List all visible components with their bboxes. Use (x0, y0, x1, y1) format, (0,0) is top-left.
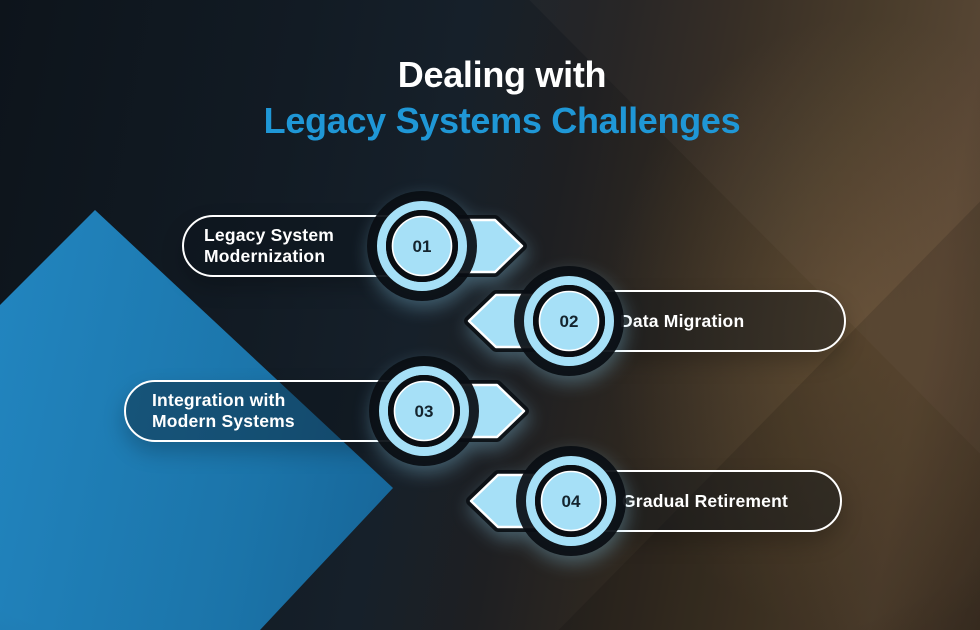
medallion-gap-ring (535, 465, 607, 537)
item-label-4-line-1: Gradual Retirement (622, 490, 789, 511)
step-number-4: 04 (562, 492, 581, 511)
item-label-3-line-1: Integration with (152, 390, 286, 410)
step-number-3: 03 (415, 402, 434, 421)
medallion-core (538, 290, 600, 352)
item-label-2-line-1: Data Migration (620, 310, 745, 331)
page-title: Dealing with Legacy Systems Challenges (24, 52, 980, 144)
medallion-gap-ring (386, 210, 458, 282)
medallion-outer-ring (377, 201, 467, 291)
step-medallion-3: 03 (369, 356, 529, 466)
item-label-1-line-2: Modernization (204, 246, 326, 266)
medallion-outer-ring (379, 366, 469, 456)
step-number-1: 01 (413, 237, 432, 256)
step-number-2: 02 (560, 312, 579, 331)
step-medallion-1: 01 (367, 191, 527, 301)
title-line-2: Legacy Systems Challenges (263, 100, 741, 141)
medallion-core (391, 215, 453, 277)
step-medallion-4: 04 (466, 446, 626, 556)
medallion-outer-ring (526, 456, 616, 546)
item-label-1-line-1: Legacy System (204, 225, 335, 245)
medallion-gap-ring (388, 375, 460, 447)
item-label-3: Integration with Modern Systems (126, 390, 295, 432)
step-medallion-2: 02 (464, 266, 624, 376)
item-label-4: Gradual Retirement (532, 491, 788, 512)
item-pill-2: Data Migration (528, 290, 846, 352)
medallion-gap-ring (533, 285, 605, 357)
medallion-core (540, 470, 602, 532)
medallion-core (393, 380, 455, 442)
item-label-3-line-2: Modern Systems (152, 411, 295, 431)
title-line-1: Dealing with (397, 54, 607, 95)
item-label-2: Data Migration (530, 311, 744, 332)
item-label-1: Legacy System Modernization (184, 225, 334, 267)
medallion-outer-ring (524, 276, 614, 366)
